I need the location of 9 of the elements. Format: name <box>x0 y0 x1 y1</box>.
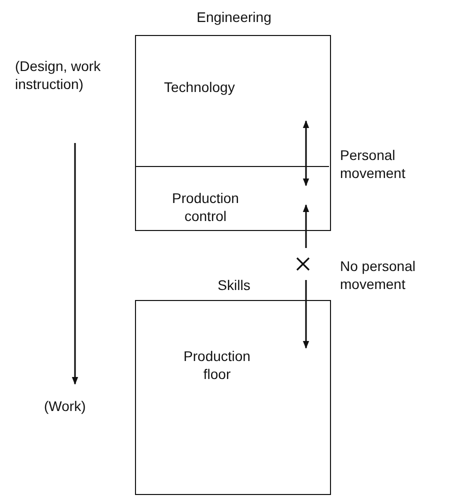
box-label: Production floor <box>182 347 252 383</box>
box-heading: Engineering <box>196 8 272 26</box>
edge-label: No personal movement <box>340 257 416 293</box>
flow-label: (Design, work instruction) <box>15 57 102 93</box>
edge-label: Personal movement <box>340 146 406 182</box>
section-label: Production control <box>171 188 240 224</box>
box-heading: Skills <box>216 276 252 294</box>
flow-label: (Work) <box>44 397 87 415</box>
section-label: Technology <box>164 78 236 96</box>
